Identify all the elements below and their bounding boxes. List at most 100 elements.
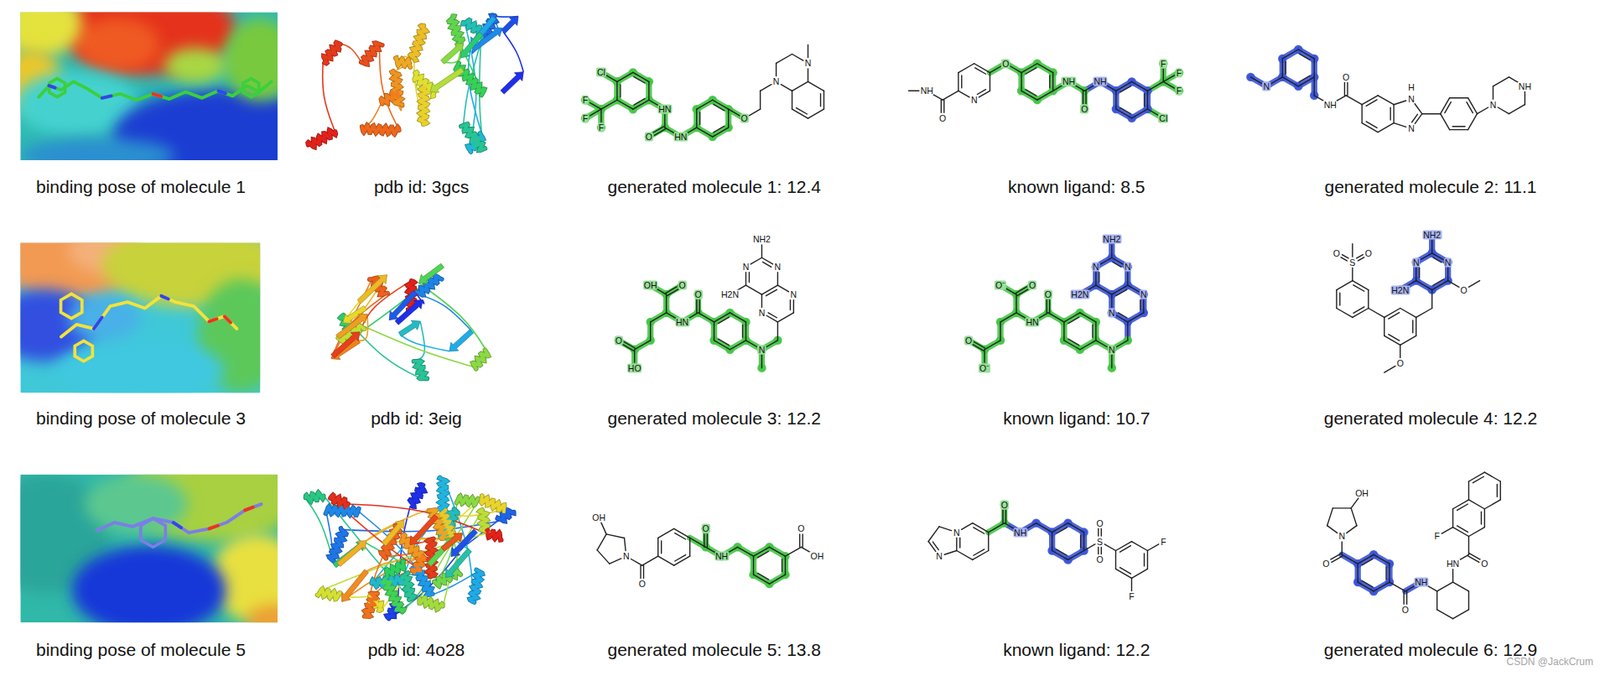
chemical-bond bbox=[760, 84, 772, 92]
chemical-bond bbox=[1329, 553, 1341, 561]
chemical-bond bbox=[1484, 472, 1501, 482]
chemical-bond bbox=[590, 109, 602, 116]
chemical-bond bbox=[1448, 280, 1460, 288]
atom-label: O bbox=[1396, 358, 1405, 369]
ligand-ring bbox=[74, 340, 93, 361]
panel-caption: generated molecule 3: 12.2 bbox=[607, 408, 822, 429]
chemical-bond bbox=[1096, 285, 1112, 295]
chemical-bond bbox=[984, 340, 1001, 350]
ligand-atom bbox=[102, 95, 112, 98]
chemical-bond bbox=[1005, 287, 1017, 295]
highlight-atom bbox=[693, 290, 702, 299]
helix bbox=[330, 494, 349, 507]
atom-label: OH bbox=[591, 512, 607, 522]
chemical-bond bbox=[1388, 563, 1390, 582]
chemical-bond bbox=[617, 72, 634, 82]
helix bbox=[380, 91, 399, 104]
chemical-bond bbox=[633, 349, 635, 363]
chemical-bond bbox=[1052, 72, 1054, 92]
atom-label: N bbox=[742, 262, 751, 272]
chemical-bond bbox=[1037, 63, 1054, 73]
atom-label: F bbox=[1433, 531, 1440, 541]
strand bbox=[441, 533, 463, 551]
atom-label: O bbox=[1044, 290, 1053, 300]
chemical-bond bbox=[730, 312, 747, 323]
chemical-bond bbox=[1468, 535, 1470, 555]
chemical-bond bbox=[768, 312, 777, 318]
chemical-bond bbox=[801, 534, 803, 547]
chemical-bond bbox=[1115, 550, 1117, 569]
helix-edge bbox=[395, 57, 411, 68]
chemical-bond bbox=[807, 45, 809, 58]
chemical-bond bbox=[1111, 354, 1112, 368]
chemical-bond bbox=[1025, 89, 1037, 96]
chemical-bond bbox=[706, 534, 708, 547]
chemical-bond bbox=[943, 99, 945, 113]
helix-edge bbox=[401, 572, 415, 600]
chemical-bond bbox=[1131, 568, 1148, 578]
chemical-bond bbox=[999, 322, 1001, 341]
chemical-bond bbox=[1345, 95, 1362, 105]
chemical-bond bbox=[1080, 535, 1081, 548]
helix bbox=[325, 506, 359, 515]
helix bbox=[419, 87, 428, 125]
highlight-bond bbox=[730, 312, 747, 323]
chemical-bond bbox=[718, 316, 730, 323]
ligand-atom bbox=[48, 85, 55, 88]
chemical-bond bbox=[690, 537, 707, 547]
chemical-bond bbox=[1357, 257, 1365, 261]
chemical-bond bbox=[654, 129, 665, 136]
atom-label: N bbox=[1337, 531, 1346, 541]
chemical-bond bbox=[1101, 528, 1102, 536]
chemical-bond bbox=[1117, 312, 1127, 318]
chemical-bond bbox=[1115, 90, 1117, 110]
chemical-bond bbox=[1389, 107, 1391, 120]
chemical-bond bbox=[1101, 546, 1102, 555]
chemical-bond bbox=[766, 315, 778, 323]
helix-edge bbox=[439, 477, 447, 512]
protein-loop bbox=[322, 62, 336, 131]
atom-label: F bbox=[1175, 67, 1183, 78]
atom-label: O bbox=[638, 579, 647, 589]
atom-label: N bbox=[1262, 81, 1272, 91]
helix bbox=[419, 597, 443, 609]
chemical-bond bbox=[1452, 125, 1465, 127]
chemical-bond bbox=[1163, 68, 1164, 82]
helix-edge bbox=[419, 597, 443, 609]
chemical-bond bbox=[1377, 123, 1394, 133]
helix-edge bbox=[481, 495, 505, 512]
chemical-bond bbox=[1393, 100, 1407, 105]
chemical-bond bbox=[1332, 507, 1351, 509]
chemical-bond bbox=[775, 62, 777, 76]
chemical-bond bbox=[660, 540, 662, 554]
chemical-bond bbox=[657, 537, 659, 556]
chemical-bond bbox=[1414, 114, 1423, 125]
helix bbox=[410, 484, 425, 507]
atom-label: N bbox=[1091, 262, 1101, 272]
helix bbox=[386, 561, 405, 577]
chemical-bond bbox=[983, 349, 985, 363]
chemical-bond bbox=[792, 81, 809, 91]
atom-label: F bbox=[1159, 536, 1167, 546]
chemical-bond bbox=[1068, 338, 1080, 345]
chemical-bond bbox=[1414, 103, 1423, 114]
highlight-atom bbox=[964, 336, 973, 345]
highlight-bond bbox=[696, 99, 713, 110]
chemical-bond bbox=[1142, 300, 1144, 313]
chemical-bond bbox=[1116, 315, 1128, 323]
highlight-bond bbox=[1068, 523, 1085, 533]
chemical-bond bbox=[667, 289, 679, 297]
chemical-bond bbox=[1433, 257, 1442, 263]
chemical-bond bbox=[1127, 272, 1128, 286]
chemical-bond bbox=[1468, 555, 1480, 563]
chemical-bond bbox=[1339, 292, 1341, 306]
chemical-bond bbox=[1120, 545, 1132, 552]
chemical-bond bbox=[1472, 476, 1484, 483]
chemical-bond bbox=[928, 541, 936, 552]
atom-label: N bbox=[970, 95, 979, 105]
highlight-atom bbox=[1001, 59, 1010, 68]
chemical-bond bbox=[696, 99, 713, 110]
chemical-bond bbox=[961, 75, 962, 89]
chemical-bond bbox=[1418, 267, 1420, 278]
highlight-bond bbox=[984, 340, 1001, 350]
